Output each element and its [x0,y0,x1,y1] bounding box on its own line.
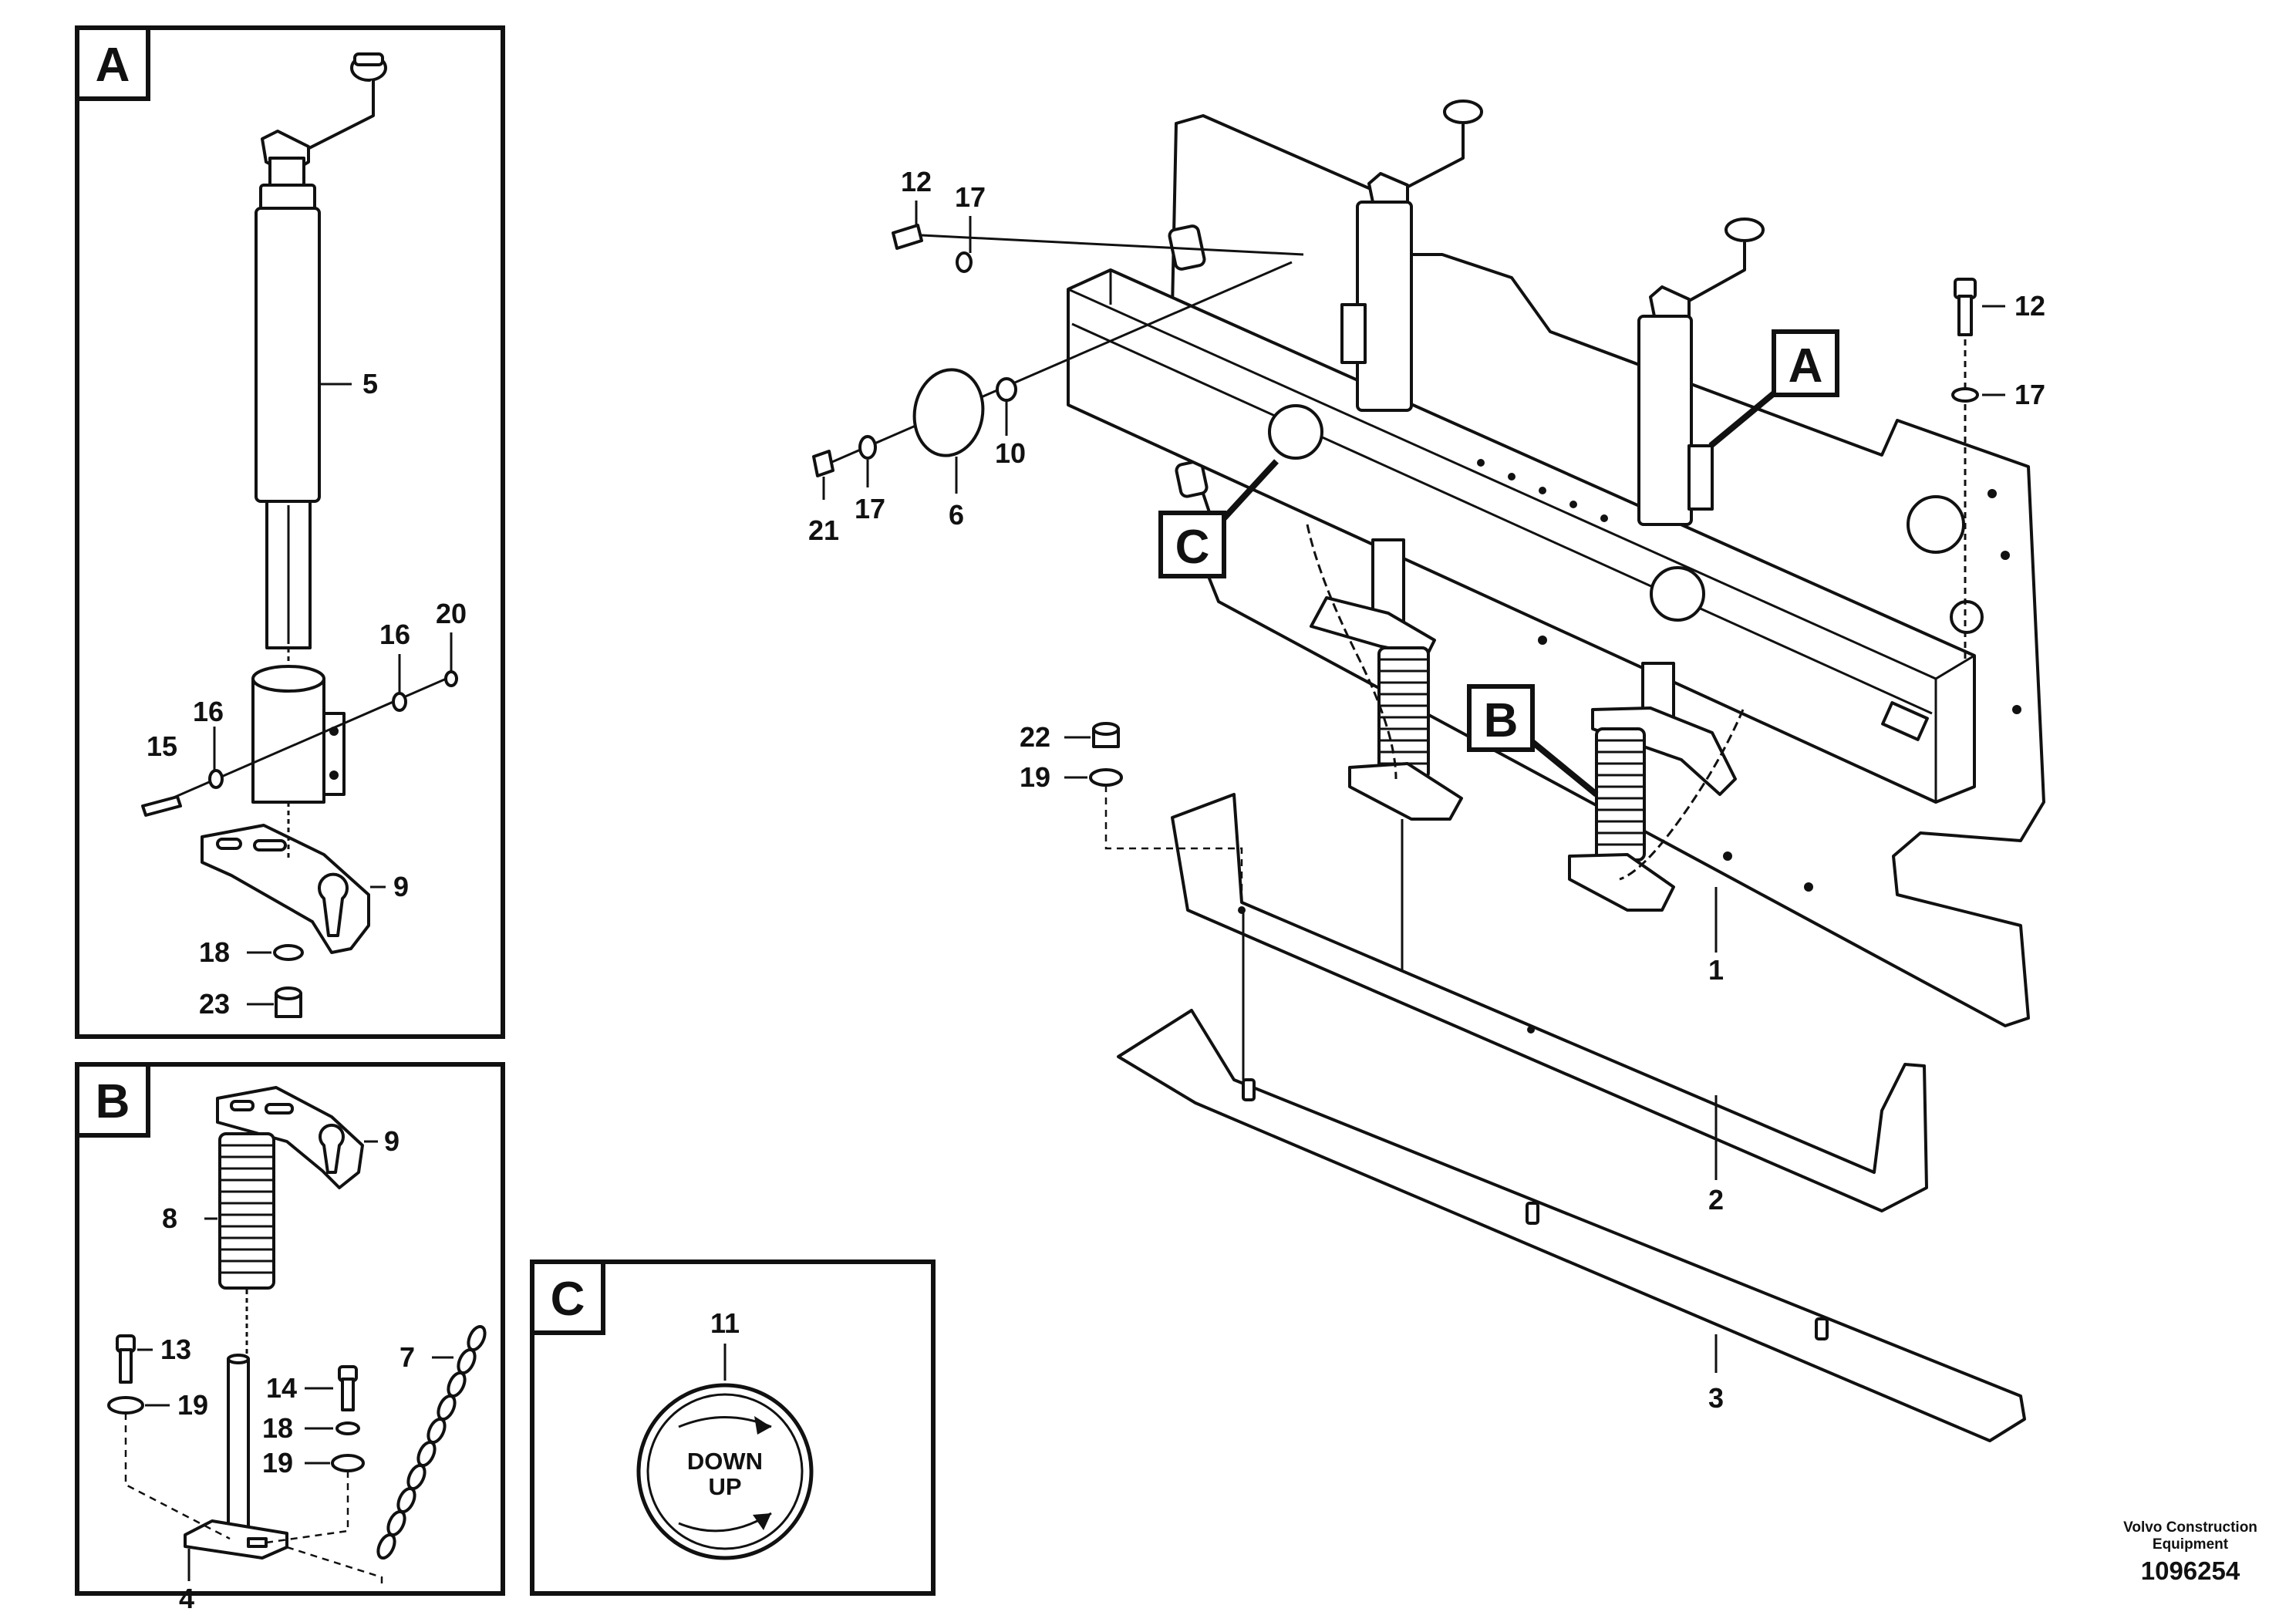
decal-knob: DOWN UP [636,1383,814,1560]
chain [376,1325,487,1560]
callout-12-top: 12 [901,166,932,197]
callout-17-mid: 17 [855,493,885,524]
callout-9-b: 9 [384,1125,400,1157]
jack-handle [261,52,387,191]
spring-assembly-right [1568,706,1737,912]
callout-14: 14 [266,1372,297,1404]
detail-a-ref: A [1789,339,1823,393]
chain-left [1306,524,1397,780]
callout-17-top: 17 [955,181,986,213]
callout-19-right: 19 [262,1447,293,1479]
callout-10: 10 [995,437,1026,469]
callout-17-right: 17 [2014,379,2045,410]
callout-18-a: 18 [199,936,230,968]
detail-a-panel: A 5 15 [75,25,505,1039]
callout-7: 7 [400,1341,415,1373]
callout-16-left: 16 [193,696,224,727]
upper-shield [1171,793,1928,1212]
chain-right [1619,709,1745,881]
jack-sleeve [251,665,346,804]
callout-5: 5 [362,368,378,400]
detail-b-label: B [96,1075,130,1128]
callout-21: 21 [808,514,839,546]
knob-down-text: DOWN [687,1448,763,1475]
callout-13: 13 [160,1334,191,1365]
callout-15: 15 [147,730,177,762]
jack-left [1340,99,1483,634]
callout-16-right: 16 [379,619,410,650]
callout-12-right: 12 [2014,290,2045,322]
drawing-number: 1096254 [2140,1556,2240,1585]
callout-6: 6 [949,499,964,531]
detail-a-label: A [96,39,130,92]
latch-plate [201,802,370,954]
spring [218,1132,275,1290]
callout-2: 2 [1708,1184,1724,1216]
jack-cylinder [255,184,321,649]
brand-name: Volvo Construction Equipment [2082,1519,2296,1553]
callout-9-a: 9 [393,871,409,902]
main-assembly: 1 2 3 12 17 10 6 17 21 12 17 [808,99,2045,1442]
callout-1: 1 [1708,954,1724,986]
callout-22: 22 [1020,721,1050,753]
detail-b-ref: B [1484,694,1519,747]
callout-4: 4 [179,1583,194,1614]
brand-line-2: Equipment [2152,1536,2229,1553]
knob-up-text: UP [708,1473,741,1500]
callout-23: 23 [199,988,230,1020]
detail-c-panel: C 11 DOWN UP [530,1259,936,1596]
detail-c-label: C [551,1273,585,1326]
callout-18-b: 18 [262,1412,293,1444]
detail-b-panel: B 9 8 4 13 19 14 [75,1062,505,1614]
callout-19-main: 19 [1020,761,1050,793]
callout-20: 20 [436,598,467,629]
brand-line-1: Volvo Construction [2123,1519,2257,1536]
callout-8: 8 [162,1202,177,1234]
lower-plate [1117,1009,2026,1442]
callout-3: 3 [1708,1382,1724,1414]
callout-19-left: 19 [177,1389,208,1421]
callout-11: 11 [710,1307,740,1339]
detail-c-ref: C [1175,521,1210,574]
